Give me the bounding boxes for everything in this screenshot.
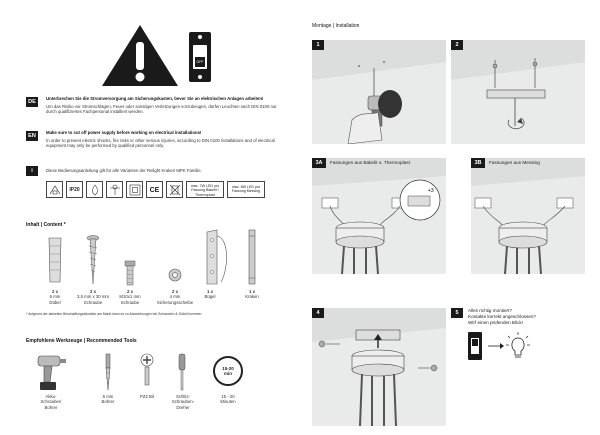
lamp-distance-icon [106,181,123,198]
switch-off-label: OFF [195,57,205,67]
timer-icon: 15-20 min [213,356,243,386]
ip20-badge: IP20 [66,181,83,198]
lang-en-bold: Make sure to cut off power supply before… [46,130,202,135]
content-item-qty: 2 x [172,289,178,294]
step-3b-title: Fassungen aus Messing [489,160,540,165]
step-5-text: Alles richtig montiert? Kontakte korrekt… [468,308,536,325]
step-2-panel [451,40,585,144]
tool-label: Akku- Schrauber/ Bohrer [40,394,62,410]
step-number: 4 [312,308,324,318]
content-item-label: 3,5 mm x 30 mm Schraube [77,294,109,305]
content-item-label: Bügel [204,294,216,300]
messing-wiring-illustration [471,158,585,275]
step-number: 2 [451,40,463,50]
tool-label: PZ2 Bit [139,394,155,399]
content-item-label: 4 mm Sicherungsscheibe [156,294,194,305]
info-text: Diese Bedienungsanleitung gilt für alle … [46,168,202,173]
tool-label: 6 mm Bohrer [101,394,115,405]
step-number: 3A [312,158,326,168]
tool-label: 15 - 20 Minuten [220,394,236,405]
ce-mark-icon: CE [146,181,163,198]
certification-symbols: IP20 CE max. 7W LED pro Fassung Bakelit … [46,181,276,199]
step-3a-title: Fassungen aus Bakelit o. Thermoplast [330,160,410,165]
tool-label: Schlitz- Schrauben- Dreher [171,394,195,410]
lang-tag-info: i [26,166,38,176]
cordless-drill-icon [37,355,66,390]
pz2-bit-icon [140,353,154,386]
weee-bin-icon [166,181,183,198]
switch-on-bulb-illustration [468,332,530,360]
machine-screw-icon [124,260,136,286]
lock-washer-icon [168,268,182,282]
lang-de-body: Um das Risiko vor Stromschlägen, Feuer o… [46,103,277,115]
content-item-qty: 1 x [207,289,213,294]
step3a-plus3: +3 [428,188,434,194]
lang-tag-en: EN [26,131,38,141]
page-title: Montage | Installation [312,23,360,29]
lang-tag-de: DE [26,97,38,107]
flame-icon [86,181,103,198]
step-3b-panel [471,158,585,275]
wood-screw-icon [86,235,100,285]
power-switch-icon: OFF [189,32,211,82]
tools-title: Empfohlene Werkzeuge | Recommended Tools [26,338,137,344]
bakelit-wiring-illustration: +3 [312,158,446,275]
content-item-label: Kraken [245,294,259,300]
content-item-qty: 2 x [127,289,133,294]
step-1-panel [312,40,446,145]
class-ii-icon [126,181,143,198]
wattage-messing-badge: max. 8W LED pro Fassung Messing [227,181,265,198]
lang-en-text: Make sure to cut off power supply before… [46,130,286,149]
drill-bit-icon [105,353,111,391]
contents-title: Inhalt | Content * [26,222,66,228]
ceiling-drill-illustration [312,40,446,145]
indoor-use-icon [46,181,63,198]
mounting-bracket-icon [206,229,227,285]
step-number: 3B [471,158,485,168]
content-item-qty: 2 x [52,289,58,294]
wattage-bakelit-badge: max. 7W LED pro Fassung Bakelit / Thermo… [186,181,224,198]
step-4-panel [312,308,446,427]
content-item-qty: 1 x [249,289,255,294]
content-item-label: M10x1 mm Schraube [119,294,141,305]
lang-de-text: Unterbrechen Sie die Stromversorgung am … [46,96,286,115]
step-3a-panel: +3 [312,158,446,275]
step-number: 5 [451,308,463,318]
canopy-attach-illustration [312,308,446,427]
lang-de-bold: Unterbrechen Sie die Stromversorgung am … [46,96,264,101]
step-number: 1 [312,40,324,50]
bracket-mount-illustration [451,40,585,130]
dowel-icon [48,237,62,283]
warning-triangle-icon [102,25,178,86]
content-item-label: 6 mm Dübel [49,294,61,305]
slotted-screwdriver-icon [178,353,186,391]
kraken-rod-icon [248,229,256,285]
contents-footnote: * Aufgrund der aktuellen Beschaffungssit… [26,312,203,316]
content-item-qty: 2 x [90,289,96,294]
lang-en-body: In order to prevent electric shocks, fir… [46,137,275,149]
